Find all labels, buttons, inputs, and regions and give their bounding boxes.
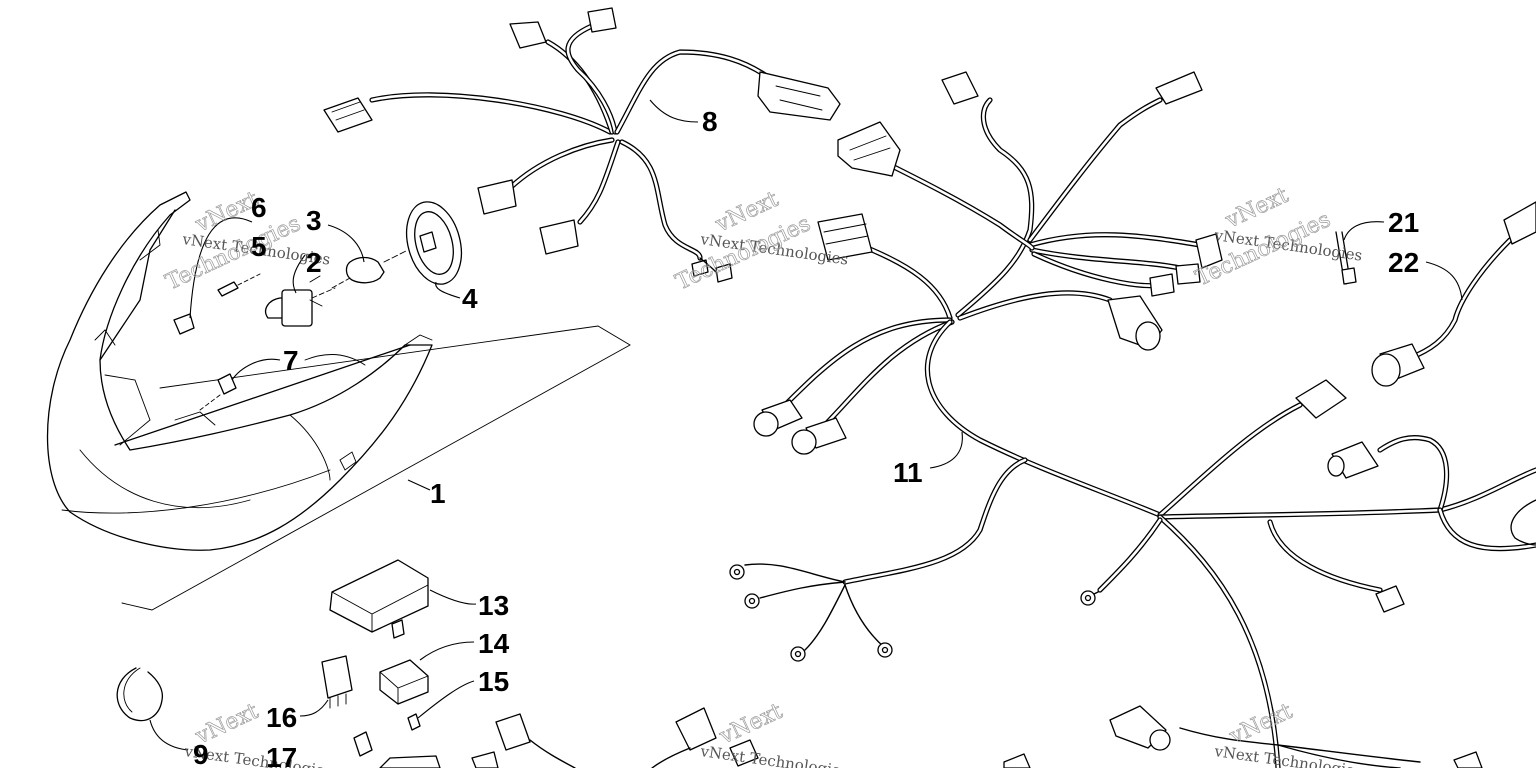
connector-icon: [1149, 273, 1175, 297]
callout-3: 3: [306, 205, 322, 236]
connector-icon: [675, 707, 717, 751]
connector-icon: [477, 179, 517, 215]
assembly-bracket-outline: [121, 325, 631, 611]
callout-4: 4: [462, 283, 478, 314]
ring-terminal-icon: [744, 593, 760, 609]
connector-icon: [1195, 233, 1223, 269]
connector-icon: [587, 7, 617, 33]
callout-16: 16: [266, 702, 297, 733]
cable-tie-icon: [116, 667, 164, 722]
harness-8: [323, 7, 841, 283]
nut-icon: [217, 373, 237, 395]
callout-13: 13: [478, 590, 509, 621]
callout-2: 2: [306, 247, 322, 278]
callout-11: 11: [893, 457, 923, 488]
callout-9: 9: [193, 739, 209, 768]
retaining-clip-icon: [345, 256, 385, 284]
harness-edge-loop: [1510, 499, 1536, 546]
clip-icon: [173, 313, 195, 335]
harness-11: [744, 97, 1536, 768]
ring-terminal-icon: [790, 646, 806, 662]
bulb-icon: [265, 275, 336, 327]
connector-icon: [1155, 71, 1203, 105]
connector-icon: [1175, 263, 1201, 285]
callout-22: 22: [1388, 247, 1419, 278]
ring-terminal-icon: [729, 564, 745, 580]
connector-icon: [1003, 753, 1031, 768]
connector-icon: [791, 417, 847, 455]
connector-icon: [471, 751, 499, 768]
harness-22: [1371, 201, 1536, 387]
callout-14: 14: [478, 628, 510, 659]
connector-icon: [691, 259, 709, 277]
ring-terminal-icon: [877, 642, 893, 658]
fuse-icon: [353, 731, 373, 757]
fuse-block-icon: [379, 659, 429, 705]
callout-15: 15: [478, 666, 509, 697]
dust-cap-icon: [383, 201, 463, 285]
connector-icon: [323, 97, 373, 133]
connector-icon: [1453, 751, 1483, 768]
connector-icon: [1327, 441, 1379, 479]
connector-icon: [509, 21, 547, 49]
multi-pin-connector-icon: [837, 121, 901, 177]
fuse-icon: [407, 713, 421, 731]
headlight-assembly: [46, 191, 433, 551]
callout-7: 7: [283, 345, 299, 376]
connector-icon: [1295, 379, 1347, 419]
ring-terminal-icon: [1080, 590, 1099, 606]
sensor-icon: [1335, 231, 1357, 285]
fuse-block-icon: [379, 755, 441, 768]
connector-icon: [539, 219, 579, 255]
connector-icon: [941, 71, 979, 105]
connector-icon: [715, 263, 733, 283]
connector-icon: [1107, 295, 1163, 351]
connector-icon: [729, 739, 759, 767]
callout-1: 1: [430, 478, 446, 509]
svg-text:vNext Technologies: vNext Technologies: [698, 742, 849, 768]
callout-6: 6: [251, 192, 267, 223]
connector-icon: [817, 213, 873, 261]
callout-5: 5: [251, 231, 267, 262]
callout-8: 8: [702, 106, 718, 137]
connector-icon: [753, 399, 803, 437]
callout-17: 17: [266, 742, 297, 768]
connector-icon: [495, 713, 531, 751]
callout-21: 21: [1388, 207, 1419, 238]
screw-icon: [217, 281, 239, 297]
relay-box-icon: [329, 559, 429, 639]
connector-icon: [1109, 705, 1171, 751]
multi-pin-connector-icon: [757, 71, 841, 121]
svg-text:vNext: vNext: [1225, 699, 1296, 750]
connector-icon: [1375, 585, 1405, 613]
relay-icon: [321, 655, 353, 709]
callout-labels: 1 2 3 4 5 6 7 8 9 11 13 14 15 16 17 21 2…: [193, 106, 1419, 768]
